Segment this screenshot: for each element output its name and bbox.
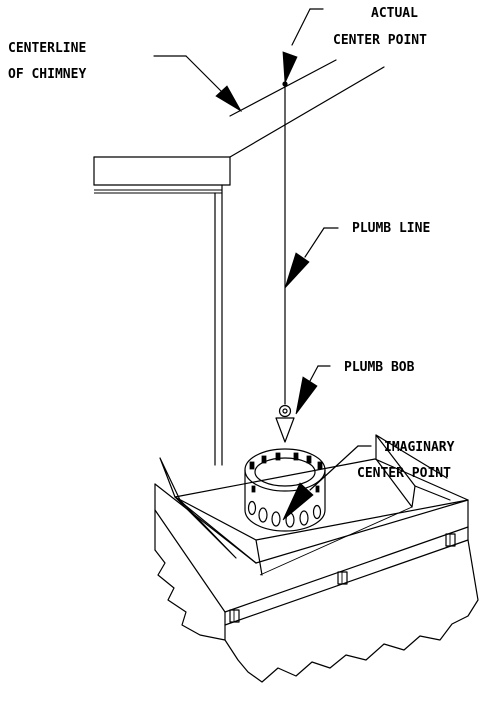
ceiling-rafter xyxy=(229,59,385,158)
leader-centerline xyxy=(153,55,243,113)
leader-plumb-line xyxy=(284,227,339,289)
label-plumb-line: PLUMB LINE xyxy=(352,221,430,236)
label-centerline-line2: OF CHIMNEY xyxy=(8,67,86,82)
label-imaginary-line2: CENTER POINT xyxy=(357,466,451,481)
chimney-collar-ring xyxy=(244,448,326,532)
label-centerline-line1: CENTERLINE xyxy=(8,41,86,56)
ceiling-beam xyxy=(93,156,231,466)
label-actual-line1: ACTUAL xyxy=(371,6,418,21)
leader-plumb-bob xyxy=(295,365,331,415)
leader-actual-center xyxy=(282,8,324,84)
plumb-bob xyxy=(275,404,295,443)
label-imaginary-line1: IMAGINARY xyxy=(384,440,455,455)
label-plumb-bob: PLUMB BOB xyxy=(344,360,415,375)
label-actual-line2: CENTER POINT xyxy=(333,33,427,48)
support-box xyxy=(154,434,479,683)
